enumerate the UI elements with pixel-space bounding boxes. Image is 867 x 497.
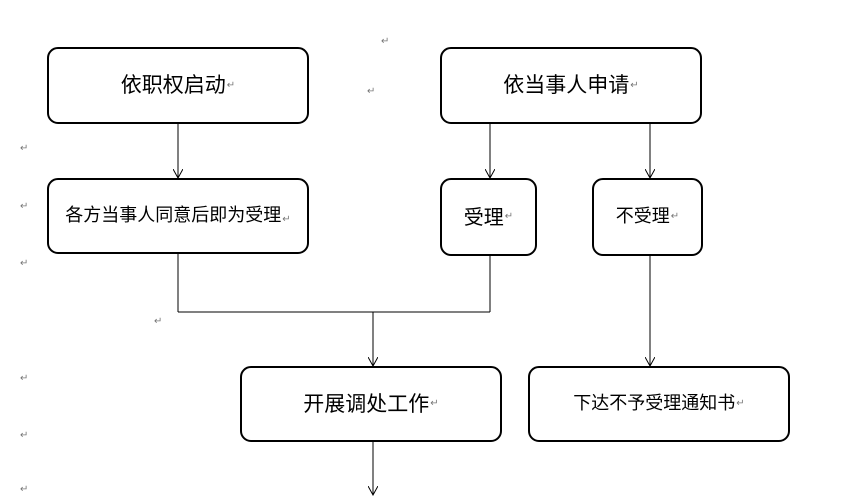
paragraph-mark-icon: ↵ <box>226 79 236 91</box>
paragraph-mark-icon: ↵ <box>154 316 163 327</box>
node-mediation: 开展调处工作↵ <box>240 366 502 442</box>
node-notice-reject: 下达不予受理通知书↵ <box>528 366 790 442</box>
paragraph-mark-icon: ↵ <box>20 201 29 212</box>
node-label: 不受理 <box>615 205 670 227</box>
paragraph-mark-icon: ↵ <box>20 373 29 384</box>
paragraph-mark-icon: ↵ <box>670 211 680 223</box>
node-label: 开展调处工作 <box>303 391 430 416</box>
node-start-by-application: 依当事人申请↵ <box>440 47 702 124</box>
node-label: 受理 <box>463 204 504 229</box>
node-label: 各方当事人同意后即为受理↵ <box>65 204 291 226</box>
node-consent-accept: 各方当事人同意后即为受理↵ <box>47 178 309 254</box>
paragraph-mark-icon: ↵ <box>282 213 291 225</box>
node-start-by-authority: 依职权启动↵ <box>47 47 309 124</box>
paragraph-mark-icon: ↵ <box>504 211 514 223</box>
node-label: 依当事人申请 <box>503 73 630 98</box>
node-accept: 受理↵ <box>440 178 537 256</box>
paragraph-mark-icon: ↵ <box>381 36 390 47</box>
node-label: 依职权启动 <box>120 73 226 98</box>
paragraph-mark-icon: ↵ <box>430 398 439 410</box>
paragraph-mark-icon: ↵ <box>20 430 29 441</box>
paragraph-mark-icon: ↵ <box>736 398 745 410</box>
paragraph-mark-icon: ↵ <box>20 258 29 269</box>
paragraph-mark-icon: ↵ <box>630 79 639 91</box>
node-label: 下达不予受理通知书 <box>573 392 736 414</box>
paragraph-mark-icon: ↵ <box>367 86 376 97</box>
node-reject: 不受理↵ <box>592 178 703 256</box>
paragraph-mark-icon: ↵ <box>20 143 29 154</box>
paragraph-mark-icon: ↵ <box>20 484 29 495</box>
